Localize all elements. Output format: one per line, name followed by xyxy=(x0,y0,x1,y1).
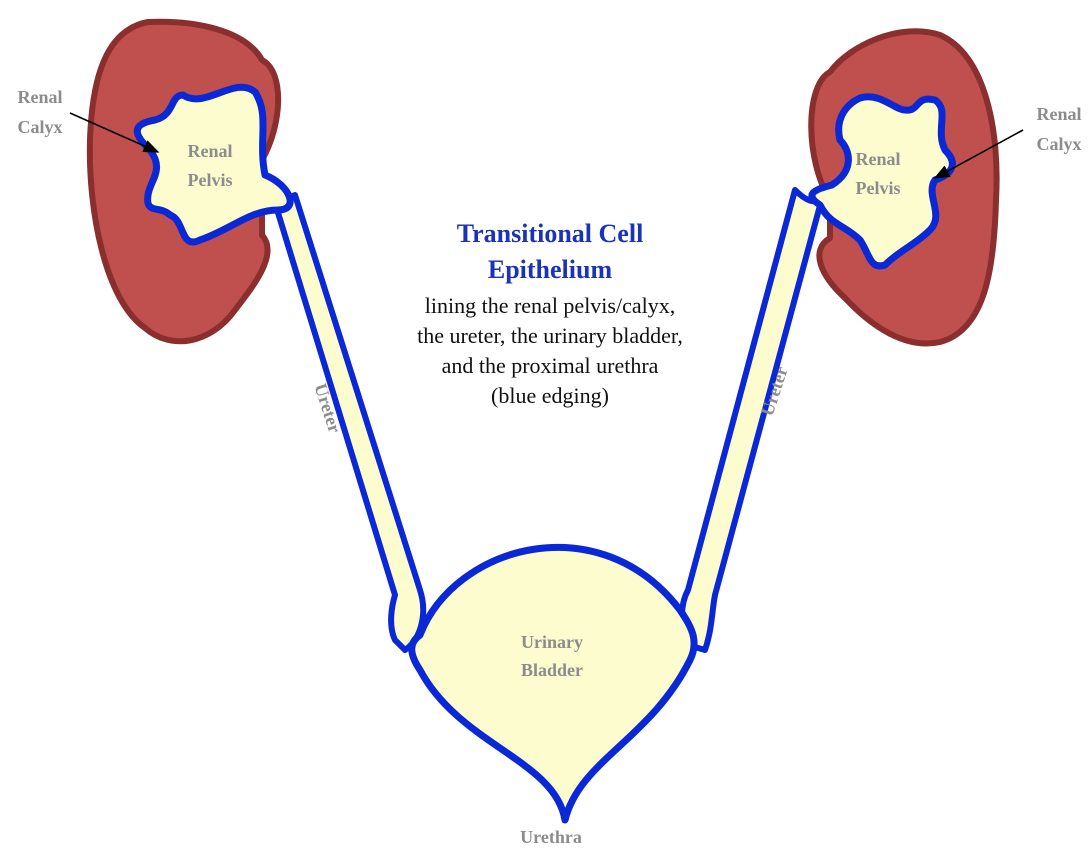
center-desc-1: lining the renal pelvis/calyx, xyxy=(425,293,676,318)
center-desc-2: the ureter, the urinary bladder, xyxy=(417,323,683,348)
center-title-1: Transitional Cell xyxy=(457,219,644,248)
bladder-label-1: Urinary xyxy=(521,632,583,652)
center-desc-4: (blue edging) xyxy=(491,383,609,408)
center-desc-3: and the proximal urethra xyxy=(442,353,659,378)
bladder-shape xyxy=(412,547,694,820)
right-ureter-shape xyxy=(682,190,822,650)
center-title-2: Epithelium xyxy=(488,255,613,284)
urethra-label: Urethra xyxy=(520,827,582,847)
left-calyx-label-1: Renal xyxy=(18,87,63,107)
bladder-label-2: Bladder xyxy=(521,660,583,680)
right-pelvis-label-1: Renal xyxy=(856,149,901,169)
right-pelvis-label-2: Pelvis xyxy=(856,178,901,198)
right-calyx-label-2: Calyx xyxy=(1037,134,1082,154)
left-calyx-label-2: Calyx xyxy=(18,117,63,137)
left-ureter-shape xyxy=(268,180,423,650)
right-calyx-label-1: Renal xyxy=(1037,104,1082,124)
left-pelvis-label-1: Renal xyxy=(188,141,233,161)
left-pelvis-label-2: Pelvis xyxy=(188,170,233,190)
